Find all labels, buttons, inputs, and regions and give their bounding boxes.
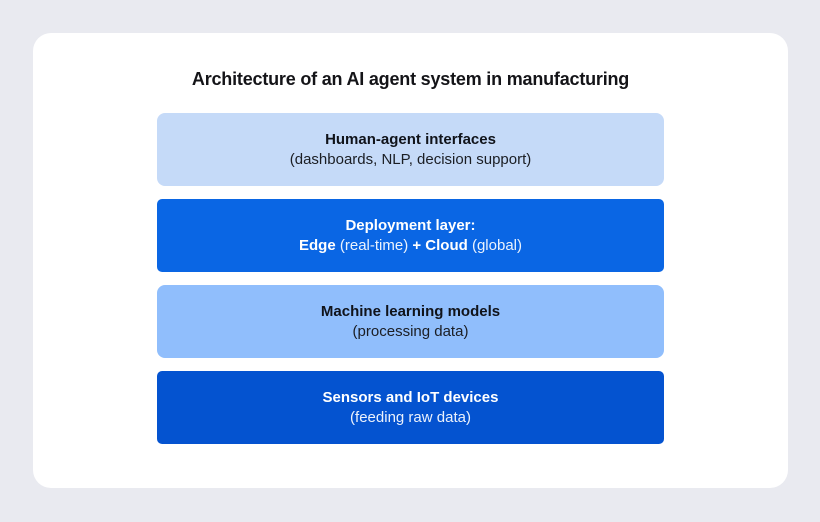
- layer-detail: (dashboards, NLP, decision support): [289, 151, 532, 168]
- layer-stack: Human-agent interfaces (dashboards, NLP,…: [157, 113, 664, 444]
- layer-box-deployment-layer: Deployment layer: Edge (real-time) + Clo…: [157, 199, 664, 272]
- diagram-title: Architecture of an AI agent system in ma…: [191, 69, 630, 89]
- layer-detail: (feeding raw data): [350, 409, 471, 426]
- layer-box-sensors-and-iot-devices: Sensors and IoT devices (feeding raw dat…: [157, 371, 664, 444]
- layer-heading: Sensors and IoT devices: [322, 389, 499, 406]
- layer-box-machine-learning-models: Machine learning models (processing data…: [157, 285, 664, 358]
- layer-heading: Machine learning models: [320, 303, 501, 320]
- content-card: Architecture of an AI agent system in ma…: [33, 33, 788, 488]
- layer-heading: Deployment layer:: [345, 217, 476, 234]
- layer-heading: Human-agent interfaces: [325, 131, 496, 148]
- layer-detail: Edge (real-time) + Cloud (global): [299, 237, 522, 254]
- layer-detail: (processing data): [352, 323, 469, 340]
- layer-box-human-agent-interfaces: Human-agent interfaces (dashboards, NLP,…: [157, 113, 664, 186]
